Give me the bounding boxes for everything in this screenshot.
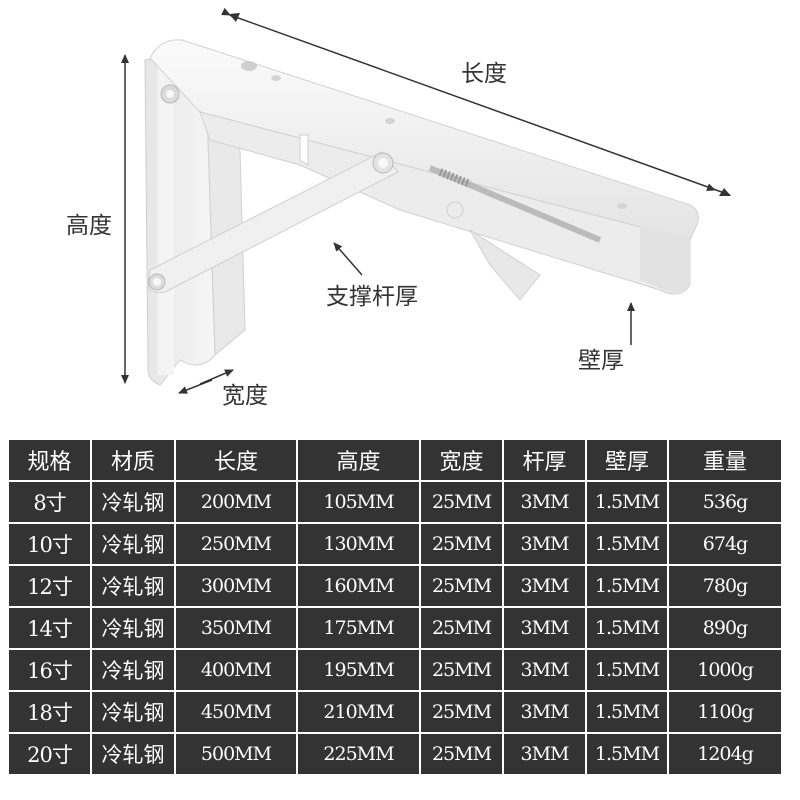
cell-brace-thickness: 3MM — [502, 522, 587, 566]
header-size: 规格 — [9, 440, 92, 482]
table-row: 14寸 冷轧钢 350MM 175MM 25MM 3MM 1.5MM 890g — [9, 606, 781, 650]
cell-weight: 674g — [667, 522, 781, 566]
cell-width: 25MM — [419, 522, 504, 566]
bracket-diagram: 长度 高度 支撑杆厚 壁厚 宽度 — [66, 7, 731, 409]
cell-height: 130MM — [296, 522, 421, 566]
table-header-row: 规格 材质 长度 高度 宽度 杆厚 壁厚 重量 — [9, 440, 781, 482]
cell-size: 14寸 — [9, 606, 92, 650]
header-brace-thickness: 杆厚 — [502, 440, 587, 482]
table-row: 18寸 冷轧钢 450MM 210MM 25MM 3MM 1.5MM 1100g — [9, 690, 781, 734]
header-weight: 重量 — [667, 440, 781, 482]
cell-material: 冷轧钢 — [90, 732, 176, 774]
dimension-arrows — [121, 13, 731, 394]
cell-width: 25MM — [419, 690, 504, 734]
horizontal-arm — [149, 39, 699, 295]
spec-table: 规格 材质 长度 高度 宽度 杆厚 壁厚 重量 8寸 冷轧钢 200MM 105… — [9, 440, 781, 774]
cell-wall-thickness: 1.5MM — [585, 648, 669, 692]
table-row: 10寸 冷轧钢 250MM 130MM 25MM 3MM 1.5MM 674g — [9, 522, 781, 566]
cell-length: 400MM — [174, 648, 298, 692]
cell-weight: 890g — [667, 606, 781, 650]
cell-brace-thickness: 3MM — [502, 564, 587, 608]
cell-wall-thickness: 1.5MM — [585, 606, 669, 650]
cell-size: 20寸 — [9, 732, 92, 774]
length-arrow — [229, 13, 731, 196]
cell-height: 175MM — [296, 606, 421, 650]
cell-wall-thickness: 1.5MM — [585, 732, 669, 774]
cell-material: 冷轧钢 — [90, 522, 176, 566]
cell-material: 冷轧钢 — [90, 480, 176, 524]
cell-size: 8寸 — [9, 480, 92, 524]
height-label: 高度 — [66, 213, 112, 239]
cell-length: 300MM — [174, 564, 298, 608]
cell-wall-thickness: 1.5MM — [585, 690, 669, 734]
cell-brace-thickness: 3MM — [502, 648, 587, 692]
cell-width: 25MM — [419, 564, 504, 608]
width-label: 宽度 — [222, 383, 268, 409]
cell-material: 冷轧钢 — [90, 648, 176, 692]
cell-size: 10寸 — [9, 522, 92, 566]
header-wall-thickness: 壁厚 — [585, 440, 669, 482]
cell-height: 160MM — [296, 564, 421, 608]
cell-weight: 1000g — [667, 648, 781, 692]
table-row: 16寸 冷轧钢 400MM 195MM 25MM 3MM 1.5MM 1000g — [9, 648, 781, 692]
cell-material: 冷轧钢 — [90, 606, 176, 650]
cell-height: 210MM — [296, 690, 421, 734]
cell-wall-thickness: 1.5MM — [585, 522, 669, 566]
folding-bracket-illustration — [121, 7, 731, 394]
cell-length: 500MM — [174, 732, 298, 774]
table-row: 20寸 冷轧钢 500MM 225MM 25MM 3MM 1.5MM 1204g — [9, 732, 781, 774]
cell-weight: 780g — [667, 564, 781, 608]
cell-length: 250MM — [174, 522, 298, 566]
cell-brace-thickness: 3MM — [502, 690, 587, 734]
cell-width: 25MM — [419, 480, 504, 524]
cell-width: 25MM — [419, 606, 504, 650]
header-length: 长度 — [174, 440, 298, 482]
cell-weight: 536g — [667, 480, 781, 524]
cell-size: 16寸 — [9, 648, 92, 692]
cell-height: 105MM — [296, 480, 421, 524]
cell-size: 12寸 — [9, 564, 92, 608]
cell-width: 25MM — [419, 648, 504, 692]
cell-weight: 1204g — [667, 732, 781, 774]
cell-size: 18寸 — [9, 690, 92, 734]
cell-width: 25MM — [419, 732, 504, 774]
cell-length: 350MM — [174, 606, 298, 650]
rivets — [148, 84, 464, 291]
cell-brace-thickness: 3MM — [502, 480, 587, 524]
cell-brace-thickness: 3MM — [502, 606, 587, 650]
brace-thickness-label: 支撑杆厚 — [326, 284, 418, 310]
width-arrow-b — [199, 369, 234, 385]
table-row: 8寸 冷轧钢 200MM 105MM 25MM 3MM 1.5MM 536g — [9, 480, 781, 524]
cell-material: 冷轧钢 — [90, 690, 176, 734]
header-width: 宽度 — [419, 440, 504, 482]
header-height: 高度 — [296, 440, 421, 482]
table-row: 12寸 冷轧钢 300MM 160MM 25MM 3MM 1.5MM 780g — [9, 564, 781, 608]
cell-wall-thickness: 1.5MM — [585, 480, 669, 524]
brace-thickness-arrow — [333, 242, 363, 276]
support-brace — [147, 151, 541, 301]
width-arrow-a — [178, 379, 213, 394]
cell-material: 冷轧钢 — [90, 564, 176, 608]
cell-length: 200MM — [174, 480, 298, 524]
cell-length: 450MM — [174, 690, 298, 734]
cell-height: 225MM — [296, 732, 421, 774]
cell-wall-thickness: 1.5MM — [585, 564, 669, 608]
length-label: 长度 — [461, 61, 507, 87]
cell-height: 195MM — [296, 648, 421, 692]
header-material: 材质 — [90, 440, 176, 482]
cell-weight: 1100g — [667, 690, 781, 734]
wall-thickness-label: 壁厚 — [578, 348, 624, 374]
cell-brace-thickness: 3MM — [502, 732, 587, 774]
